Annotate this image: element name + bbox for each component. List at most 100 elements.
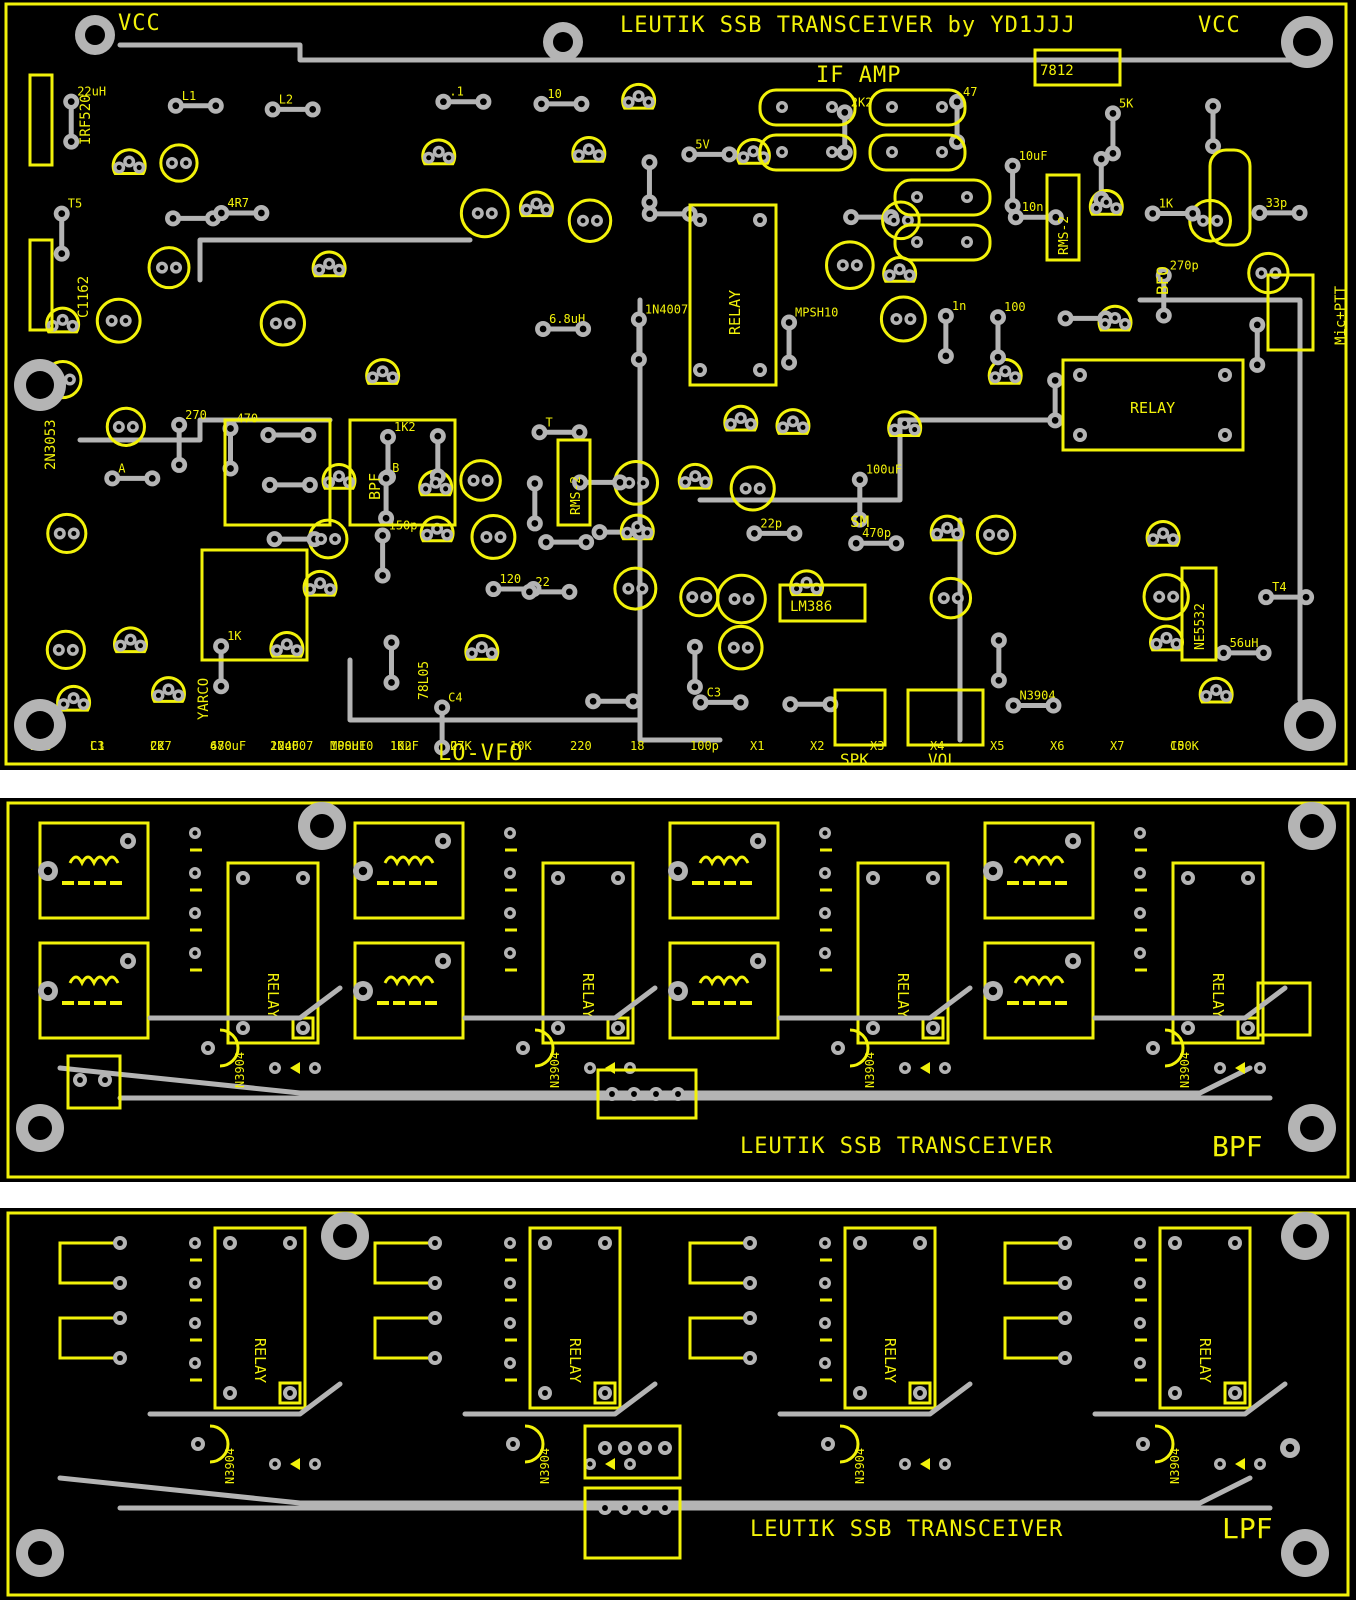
solder-pad bbox=[700, 591, 713, 604]
solder-pad bbox=[1254, 1458, 1266, 1470]
solder-pad bbox=[504, 1357, 516, 1369]
solder-pad bbox=[301, 476, 318, 493]
component-value: 1K2 bbox=[390, 739, 412, 753]
component-value: 470p bbox=[862, 526, 891, 540]
solder-pad bbox=[191, 1437, 205, 1451]
ne5532-ic: NE5532 bbox=[1180, 566, 1218, 662]
solder-pad bbox=[1255, 644, 1272, 661]
solder-pad bbox=[506, 1437, 520, 1451]
solder-pad bbox=[598, 1386, 612, 1400]
solder-pad bbox=[819, 1277, 831, 1289]
transistor-label: N3904 bbox=[863, 1052, 877, 1088]
solder-pad bbox=[1167, 533, 1180, 546]
solder-pad bbox=[504, 1317, 516, 1329]
solder-pad bbox=[494, 530, 507, 543]
solder-pad bbox=[1218, 368, 1232, 382]
solder-pad bbox=[622, 582, 635, 595]
solder-pad bbox=[112, 420, 125, 433]
solder-pad bbox=[983, 981, 1003, 1001]
solder-pad bbox=[622, 96, 635, 109]
electrolytic-capacitor bbox=[718, 624, 764, 671]
2n3053-label: 2N3053 bbox=[43, 419, 59, 470]
solder-pad bbox=[1210, 683, 1223, 696]
solder-pad bbox=[836, 104, 853, 121]
crystal-array bbox=[758, 88, 1252, 262]
bpf-filter: BPF bbox=[348, 418, 457, 527]
solder-pad bbox=[853, 1386, 867, 1400]
solder-pad bbox=[1255, 267, 1268, 280]
solder-pad bbox=[641, 526, 654, 539]
solder-pad bbox=[836, 259, 849, 272]
solder-pad bbox=[480, 530, 493, 543]
solder-pad bbox=[333, 263, 346, 276]
solder-pad bbox=[63, 93, 80, 110]
solder-pad bbox=[535, 320, 552, 337]
solder-pad bbox=[901, 214, 914, 227]
solder-pad bbox=[189, 867, 201, 879]
solder-pad bbox=[941, 521, 954, 534]
component-value: 33p bbox=[1266, 196, 1288, 210]
copper-trace bbox=[462, 1381, 658, 1417]
solder-pad bbox=[826, 146, 838, 158]
solder-pad bbox=[989, 309, 1006, 326]
solder-pad bbox=[63, 373, 76, 386]
solder-pad bbox=[77, 698, 90, 711]
solder-pad bbox=[105, 314, 118, 327]
solder-pad bbox=[485, 207, 498, 220]
solder-pad bbox=[951, 527, 964, 540]
component-value: 6.8uH bbox=[549, 312, 585, 326]
solder-pad bbox=[990, 672, 1007, 689]
solder-pad bbox=[504, 827, 516, 839]
solder-pad bbox=[592, 149, 605, 162]
solder-pad bbox=[1170, 637, 1183, 650]
solder-pad bbox=[38, 981, 58, 1001]
solder-pad bbox=[800, 576, 813, 589]
solder-pad bbox=[189, 907, 201, 919]
crystal-outline bbox=[893, 223, 992, 262]
electrolytic-capacitor bbox=[879, 295, 927, 343]
solder-pad bbox=[1065, 953, 1081, 969]
component-value: 10uF bbox=[1019, 149, 1048, 163]
solder-pad bbox=[624, 1458, 636, 1470]
reg-7812-outline bbox=[1033, 48, 1122, 87]
solder-pad bbox=[170, 261, 183, 274]
solder-pad bbox=[57, 698, 70, 711]
solder-pad bbox=[776, 146, 788, 158]
lpf-inductor-outline bbox=[1003, 1316, 1065, 1360]
svg-text:BPF: BPF bbox=[366, 473, 384, 500]
component-value: 470uF bbox=[210, 739, 246, 753]
svg-text:NE5532: NE5532 bbox=[1193, 603, 1208, 650]
solder-pad bbox=[638, 1441, 652, 1455]
solder-pad bbox=[598, 1441, 612, 1455]
solder-pad bbox=[422, 151, 435, 164]
solder-pad bbox=[1090, 202, 1103, 215]
solder-pad bbox=[819, 1357, 831, 1369]
solder-pad bbox=[66, 319, 79, 332]
solder-pad bbox=[236, 1021, 250, 1035]
diode bbox=[920, 1458, 930, 1470]
solder-pad bbox=[890, 313, 903, 326]
solder-pad bbox=[908, 423, 921, 436]
transistor-outline bbox=[1164, 1028, 1185, 1068]
solder-pad bbox=[429, 428, 446, 445]
solder-pad bbox=[374, 567, 391, 584]
solder-pad bbox=[743, 1236, 757, 1250]
bpf-tag: BPF bbox=[1212, 1130, 1263, 1163]
solder-pad bbox=[747, 145, 760, 158]
solder-pad bbox=[630, 311, 647, 328]
solder-pad bbox=[911, 236, 923, 248]
svg-text:RELAY: RELAY bbox=[264, 973, 282, 1018]
solder-pad bbox=[521, 583, 538, 600]
solder-pad bbox=[56, 313, 69, 326]
mounting-hole bbox=[1281, 1529, 1329, 1577]
solder-pad bbox=[1058, 1351, 1072, 1365]
solder-pad bbox=[516, 1041, 530, 1055]
solder-pad bbox=[383, 634, 400, 651]
solder-pad bbox=[743, 1276, 757, 1290]
solder-pad bbox=[223, 1236, 237, 1250]
solder-pad bbox=[378, 510, 395, 527]
solder-pad bbox=[786, 415, 799, 428]
electrolytic-capacitor bbox=[95, 297, 142, 344]
band-select-connector bbox=[583, 1486, 682, 1560]
solder-pad bbox=[819, 827, 831, 839]
